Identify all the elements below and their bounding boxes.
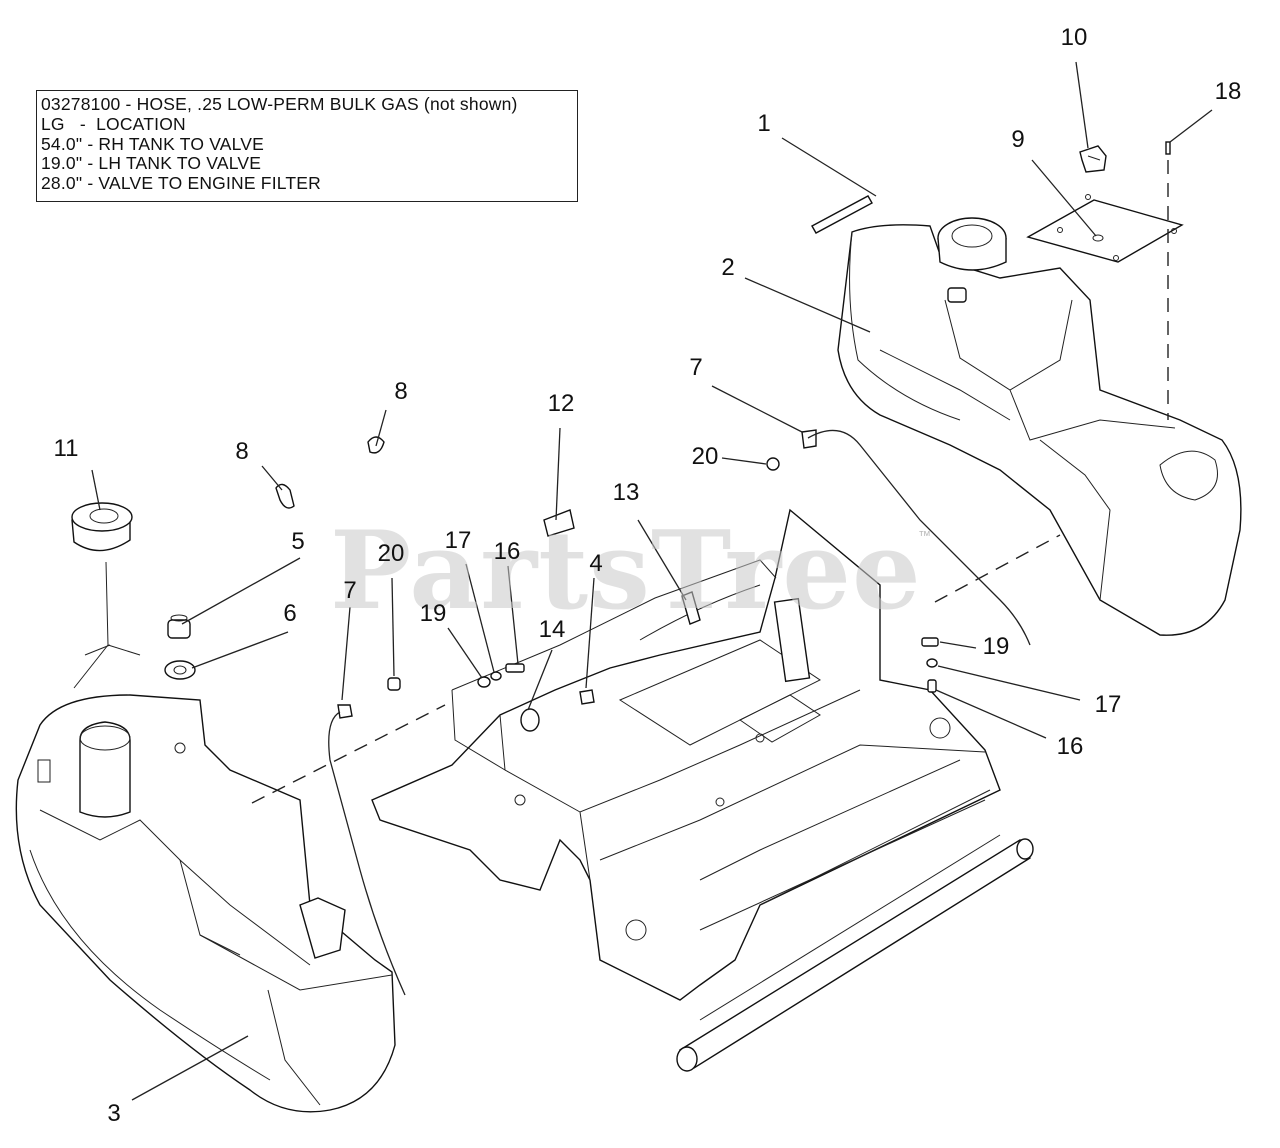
part-11-cap[interactable] <box>71 502 141 689</box>
part-9-plate[interactable] <box>1026 194 1184 263</box>
watermark-trademark: ™ <box>918 528 931 543</box>
part-1-hose[interactable] <box>811 195 873 234</box>
part-17-washer-a[interactable] <box>490 671 502 681</box>
note-line-location: LG - LOCATION <box>41 113 186 134</box>
callout-20-left[interactable]: 20 <box>377 540 405 567</box>
rh-fuel-tank[interactable] <box>837 224 1242 636</box>
dash-line-left <box>251 704 446 804</box>
part-8-clamp-b[interactable] <box>275 483 295 509</box>
part-13-pin[interactable] <box>681 591 701 625</box>
part-16-bolt-b[interactable] <box>927 679 937 693</box>
part-6-grommet[interactable] <box>164 660 196 680</box>
part-14-grommet[interactable] <box>520 708 540 732</box>
part-12-bracket[interactable] <box>543 509 575 537</box>
callout-18[interactable]: 18 <box>1214 78 1242 105</box>
part-7-hose-right[interactable] <box>801 429 1031 646</box>
callout-7-right[interactable]: 7 <box>689 354 703 381</box>
callout-4[interactable]: 4 <box>589 550 603 577</box>
callout-6[interactable]: 6 <box>283 600 297 627</box>
dash-line-right <box>934 534 1061 603</box>
note-line-hose: 03278100 - HOSE, .25 LOW-PERM BULK GAS (… <box>41 94 518 114</box>
part-7-hose-left[interactable] <box>328 704 406 996</box>
note-line-lh: 19.0" - LH TANK TO VALVE <box>41 153 262 174</box>
part-10-bracket[interactable] <box>1079 145 1107 173</box>
callout-7-left[interactable]: 7 <box>343 577 357 604</box>
callout-17-right[interactable]: 17 <box>1094 691 1122 718</box>
watermark: PartsTree <box>330 508 922 634</box>
callout-16-right[interactable]: 16 <box>1056 733 1084 760</box>
rear-bumper-tube[interactable] <box>676 834 1034 1072</box>
callout-9[interactable]: 9 <box>1011 126 1025 153</box>
rh-tank-cap[interactable] <box>937 217 1007 271</box>
part-20-cap-a[interactable] <box>387 677 401 691</box>
callout-16-left[interactable]: 16 <box>493 538 521 565</box>
part-4-clip[interactable] <box>579 689 595 705</box>
rh-tank-fitting[interactable] <box>947 287 967 303</box>
callout-8-lower[interactable]: 8 <box>235 438 249 465</box>
part-17-washer-b[interactable] <box>926 658 938 668</box>
callout-17-left[interactable]: 17 <box>444 527 472 554</box>
callout-10[interactable]: 10 <box>1060 24 1088 51</box>
part-5-fitting[interactable] <box>167 614 191 639</box>
leader-lines <box>91 61 1213 1101</box>
callout-1[interactable]: 1 <box>757 110 771 137</box>
hose-notes-box: 03278100 - HOSE, .25 LOW-PERM BULK GAS (… <box>36 90 578 202</box>
chassis-frame[interactable] <box>371 508 1001 1001</box>
note-line-rh: 54.0" - RH TANK TO VALVE <box>41 133 265 154</box>
callout-11[interactable]: 11 <box>53 435 79 462</box>
part-16-bolt-a[interactable] <box>505 663 525 673</box>
callout-13[interactable]: 13 <box>612 479 640 506</box>
part-20-cap-b[interactable] <box>766 457 780 471</box>
note-line-engine: 28.0" - VALVE TO ENGINE FILTER <box>41 173 321 194</box>
callout-19-left[interactable]: 19 <box>419 600 447 627</box>
callout-14[interactable]: 14 <box>538 616 566 643</box>
callout-12[interactable]: 12 <box>547 390 575 417</box>
part-19-nut-b[interactable] <box>921 637 939 647</box>
callout-5[interactable]: 5 <box>291 528 305 555</box>
callout-8-upper[interactable]: 8 <box>394 378 408 405</box>
callout-2[interactable]: 2 <box>721 254 735 281</box>
callout-19-right[interactable]: 19 <box>982 633 1010 660</box>
callout-3[interactable]: 3 <box>107 1100 121 1127</box>
part-18-screw[interactable] <box>1165 141 1171 155</box>
callout-20-right[interactable]: 20 <box>691 443 719 470</box>
lh-fuel-tank[interactable] <box>15 694 396 1113</box>
part-19-nut-a[interactable] <box>477 676 491 688</box>
